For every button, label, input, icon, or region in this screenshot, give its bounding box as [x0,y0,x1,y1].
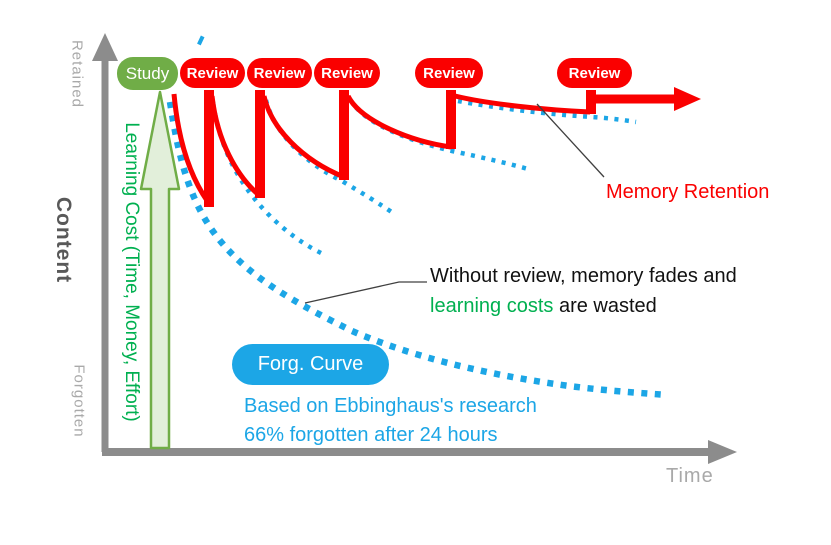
y-axis-forgotten-label: Forgotten [70,364,88,438]
fade-note-highlight: learning costs [430,295,554,317]
review-badge-3: Review [314,58,380,88]
retention-decay-4 [345,94,452,150]
retention-decay-3 [261,95,345,180]
y-axis-retained-label: Retained [68,39,86,109]
forgetting-curve-badge: Forg. Curve [232,344,389,385]
fade-note-line1: Without review, memory fades and [430,265,737,287]
review-badge-2: Review [247,58,312,88]
learning-cost-arrow [139,90,181,450]
review-badge-1: Review [180,58,245,88]
fade-note-line2: learning costs are wasted [430,291,737,321]
review-badge-4: Review [415,58,483,88]
retention-decay-1 [171,93,211,204]
study-badge: Study [117,57,178,90]
stray-dot [197,35,205,46]
forgetting-curve-main [166,101,669,399]
review-badge-5: Review [557,58,632,88]
research-note: Based on Ebbinghaus's research 66% forgo… [244,392,537,450]
callout-line-memory-retention [536,103,605,178]
y-axis-title: Content [52,196,75,284]
x-axis-arrowhead-icon [708,440,737,464]
x-axis-title: Time [666,465,714,487]
memory-retention-label: Memory Retention [606,181,770,203]
forgetting-curve-after-review-2 [263,99,395,215]
research-note-line1: Based on Ebbinghaus's research [244,395,537,417]
retention-arrowhead-icon [674,87,701,111]
forgetting-curve-after-review-1 [210,101,323,256]
fade-note: Without review, memory fades and learnin… [430,261,737,321]
learning-cost-label: Learning Cost (Time, Money, Effort) [121,122,142,422]
retention-decay-5 [454,93,591,115]
y-axis-arrowhead-icon [92,33,118,61]
retention-decay-2 [209,95,262,198]
research-note-line2: 66% forgotten after 24 hours [244,424,498,446]
callout-line-fade-note [304,281,427,304]
fade-note-line2-rest: are wasted [553,295,657,317]
